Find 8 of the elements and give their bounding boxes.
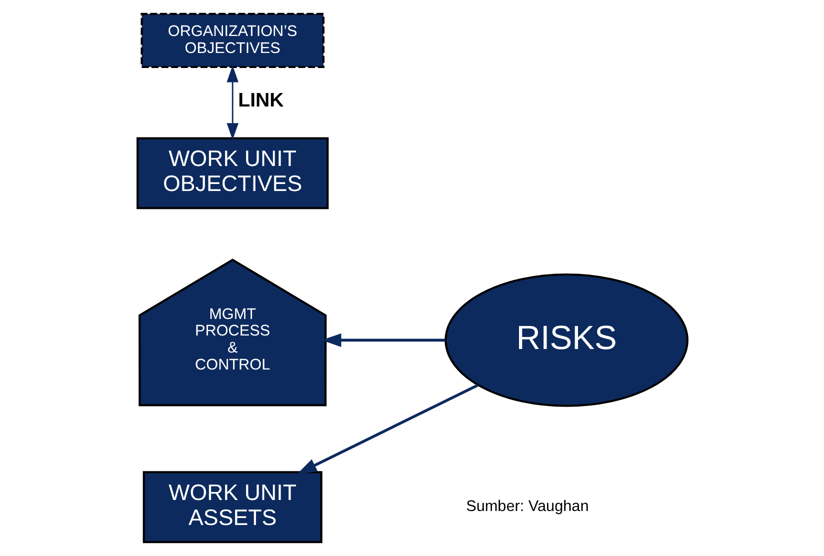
node-box: WORK UNIT ASSETS bbox=[142, 471, 322, 544]
arrow bbox=[226, 65, 238, 140]
edge-label: LINK bbox=[238, 89, 284, 112]
arrow bbox=[296, 384, 478, 474]
node-ellipse: RISKS bbox=[444, 273, 688, 407]
label: Sumber: Vaughan bbox=[466, 498, 588, 516]
node-box: WORK UNIT OBJECTIVES bbox=[136, 137, 328, 210]
node-box: ORGANIZATION’S OBJECTIVES bbox=[140, 12, 324, 68]
